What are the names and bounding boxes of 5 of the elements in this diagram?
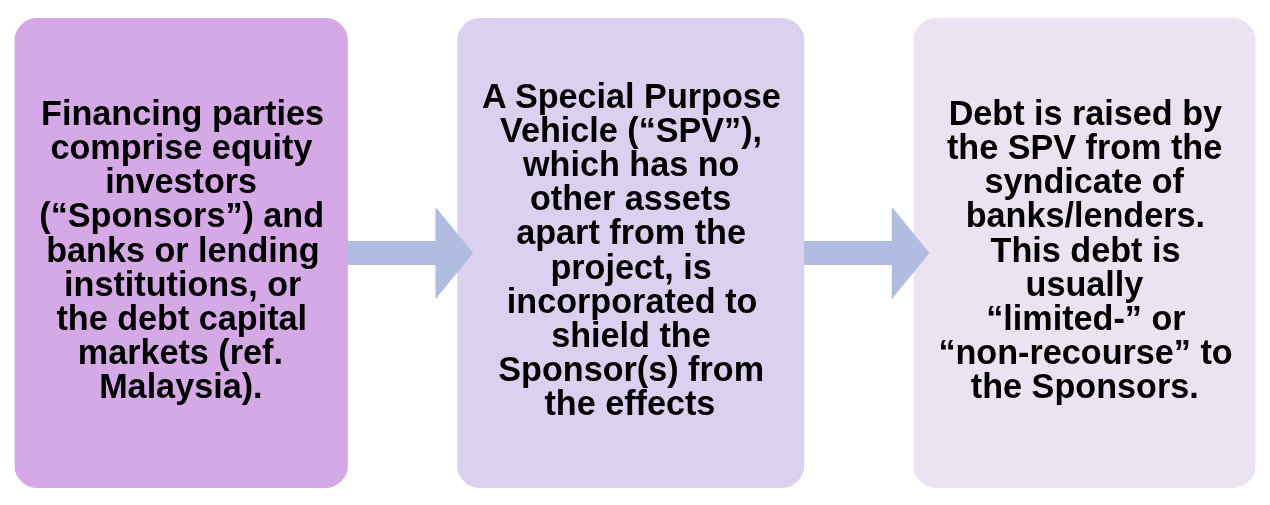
- node-box: A Special Purpose Vehicle (“SPV”), which has no other assets apart from the project, is incorporated to shield the Sponsor(s) from the effects: [457, 17, 805, 488]
- arrow: [347, 206, 474, 299]
- node-box: Financing parties comprise equity investors (“Sponsors”) and banks or lending institutions, or the debt capital markets (ref. Malaysia).: [14, 17, 348, 488]
- arrow: [804, 206, 930, 299]
- node-box: Debt is raised by the SPV from the syndicate of banks/lenders. This debt is usually “limited-” or “non-recourse” to the Sponsors.: [913, 17, 1256, 488]
